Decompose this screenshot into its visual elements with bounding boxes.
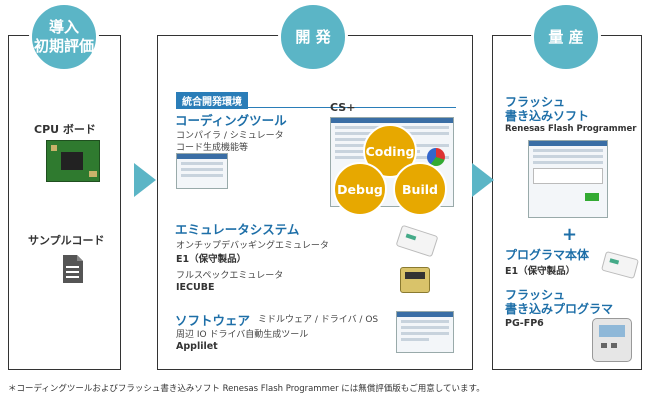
emulator-system-title: エミュレータシステム [175,222,300,237]
stage-dev-circle: 開 発 [278,2,348,72]
flash-programmer-name: PG-FP6 [505,318,544,329]
cs-plus-label: CS+ [330,101,356,114]
stage-intro-circle: 導入 初期評価 [29,2,99,72]
emulator-iecube: IECUBE [176,282,215,293]
iecube-image [400,267,430,293]
flash-programmer-title-1: フラッシュ [505,288,566,302]
arrow-dev-to-mass [472,163,494,197]
flash-programmer-title-2: 書き込みプログラマ [505,302,614,316]
plus-sign: + [562,224,578,245]
coding-tool-title: コーディングツール [175,113,287,128]
debug-circle: Debug [333,162,387,216]
intro-panel [8,35,121,370]
flash-soft-screenshot [528,140,608,218]
footnote: ＊コーディングツールおよびフラッシュ書き込みソフト Renesas Flash … [8,384,485,394]
emulator-e1: E1（保守製品） [176,254,247,265]
arrow-intro-to-dev [134,163,156,197]
programmer-body-title: プログラマ本体 [505,248,590,262]
emulator-line1: オンチップデバッギングエミュレータ [176,241,329,251]
software-title: ソフトウェア [175,313,251,328]
cpu-board-label: CPU ボード [34,123,96,136]
ide-tag-line [176,107,456,108]
coding-tool-line2: コード生成機能等 [176,143,249,153]
coding-tool-line1: コンパイラ / シミュレータ [176,131,284,141]
ide-tag: 統合開発環境 [176,92,248,109]
coding-tool-screenshot [176,153,228,189]
document-icon [62,254,84,288]
flash-soft-title-1: フラッシュ [505,95,566,109]
sample-code-label: サンプルコード [28,234,105,247]
flash-soft-name: Renesas Flash Programmer [505,124,637,134]
stage-mass-circle: 量 産 [531,2,601,72]
programmer-e1: E1（保守製品） [505,266,576,277]
emulator-line2: フルスペックエミュレータ [176,271,284,281]
build-circle: Build [393,162,447,216]
pg-fp6-image [592,318,632,362]
software-line1: 周辺 IO ドライバ自動生成ツール [176,330,309,340]
software-applilet: Applilet [176,341,218,352]
flash-soft-title-2: 書き込みソフト [505,109,590,123]
cpu-board-image [46,140,100,182]
applilet-screenshot [396,311,454,353]
software-subtitle: ミドルウェア / ドライバ / OS [258,315,379,325]
